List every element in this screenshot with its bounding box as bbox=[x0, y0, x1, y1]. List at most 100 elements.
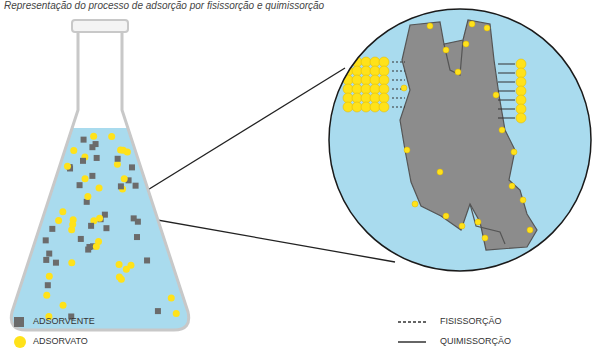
adsorbate-molecule bbox=[482, 235, 488, 241]
adsorbate-molecule bbox=[370, 93, 380, 103]
adsorbate-molecule bbox=[443, 213, 449, 219]
adsorbate-molecule bbox=[343, 75, 353, 85]
adsorbate-molecule bbox=[370, 66, 380, 76]
adsorbate-molecule bbox=[475, 219, 481, 225]
adsorbate-molecule bbox=[343, 84, 353, 94]
adsorbate-molecule bbox=[352, 66, 362, 76]
adsorbent-grain bbox=[118, 183, 124, 189]
adsorbate-molecule bbox=[352, 102, 362, 112]
adsorbate-molecule bbox=[516, 104, 526, 114]
adsorbate-molecule bbox=[437, 169, 443, 175]
adsorbate-molecule bbox=[379, 84, 389, 94]
solid-line-sample bbox=[398, 341, 426, 343]
adsorbate-dot bbox=[116, 261, 123, 268]
adsorbate-molecule bbox=[352, 84, 362, 94]
physisorption-bond bbox=[392, 62, 405, 63]
adsorbent-grain bbox=[77, 182, 83, 188]
adsorbate-molecule bbox=[511, 149, 517, 155]
adsorbate-molecule bbox=[499, 127, 505, 133]
adsorbate-molecule bbox=[379, 57, 389, 67]
physisorption-bond bbox=[392, 80, 405, 81]
adsorbate-dot bbox=[96, 185, 103, 192]
magnified-view bbox=[329, 9, 591, 271]
adsorbate-molecule bbox=[370, 75, 380, 85]
physisorption-bond bbox=[392, 98, 405, 99]
adsorbate-dot bbox=[46, 273, 53, 280]
adsorbate-dot bbox=[68, 259, 75, 266]
adsorbate-molecule bbox=[484, 25, 490, 31]
chemisorption-bond bbox=[498, 81, 515, 82]
legend-text: ADSORVATO bbox=[33, 336, 88, 346]
physisorption-bond bbox=[392, 107, 405, 108]
adsorbent-grain bbox=[49, 226, 55, 232]
adsorbate-molecule bbox=[361, 75, 371, 85]
erlenmeyer-flask bbox=[11, 30, 188, 330]
figure-title: Representação do processo de adsorção po… bbox=[4, 0, 324, 11]
particle-pore bbox=[470, 204, 505, 244]
adsorbent-grain bbox=[115, 156, 121, 162]
physisorption-bond bbox=[392, 71, 405, 72]
legend-text: ADSORVENTE bbox=[33, 316, 95, 326]
adsorbate-dot bbox=[108, 133, 115, 140]
adsorbent-grain bbox=[53, 260, 59, 266]
adsorbate-molecule bbox=[516, 59, 526, 69]
adsorbate-molecule bbox=[516, 68, 526, 78]
adsorbate-molecule bbox=[527, 227, 533, 233]
adsorbent-grain bbox=[43, 257, 49, 263]
adsorbent-grain bbox=[45, 282, 51, 288]
adsorbate-dot bbox=[173, 310, 180, 317]
adsorbate-molecule bbox=[370, 84, 380, 94]
liquid bbox=[0, 128, 200, 338]
adsorbate-molecule bbox=[379, 93, 389, 103]
legend-text: QUIMISSORÇÃO bbox=[440, 336, 511, 346]
adsorbate-molecule bbox=[516, 113, 526, 123]
adsorbent-grain bbox=[103, 225, 109, 231]
adsorbate-molecule bbox=[370, 57, 380, 67]
adsorbent-grain bbox=[89, 173, 95, 179]
adsorbate-molecule bbox=[361, 66, 371, 76]
chemisorption-bond bbox=[498, 117, 515, 118]
adsorbate-molecule bbox=[361, 57, 371, 67]
adsorbate-dot bbox=[84, 193, 91, 200]
adsorbate-molecule bbox=[352, 75, 362, 85]
adsorbent-grain bbox=[81, 137, 87, 143]
adsorbate-molecule bbox=[516, 95, 526, 105]
adsorbate-dot bbox=[69, 221, 76, 228]
adsorbent-grain bbox=[46, 251, 52, 257]
chemisorption-bond bbox=[498, 63, 515, 64]
legend-swatch bbox=[14, 317, 24, 327]
adsorbate-molecule bbox=[370, 102, 380, 112]
adsorbate-molecule bbox=[469, 21, 475, 27]
adsorbent-grain bbox=[94, 155, 100, 161]
adsorbate-dot bbox=[70, 147, 77, 154]
adsorbate-dot bbox=[121, 175, 128, 182]
adsorbate-molecule bbox=[493, 92, 499, 98]
adsorbent-grain bbox=[134, 234, 140, 240]
adsorbent-particle bbox=[400, 20, 537, 250]
adsorbate-molecule bbox=[516, 86, 526, 96]
chemisorption-bond bbox=[498, 99, 515, 100]
adsorbate-dot bbox=[93, 243, 100, 250]
adsorbate-molecule bbox=[520, 197, 526, 203]
adsorbent-grain bbox=[102, 212, 108, 218]
adsorbate-molecule bbox=[516, 77, 526, 87]
adsorbate-dot bbox=[123, 266, 130, 273]
adsorbent-grain bbox=[80, 158, 86, 164]
adsorbate-molecule bbox=[412, 201, 418, 207]
adsorbate-dot bbox=[64, 163, 71, 170]
chemisorption-bond bbox=[498, 108, 515, 109]
adsorbate-molecule bbox=[361, 102, 371, 112]
adsorbent-grain bbox=[133, 183, 139, 189]
adsorbate-molecule bbox=[509, 183, 515, 189]
adsorbate-molecule bbox=[463, 41, 469, 47]
adsorbate-molecule bbox=[352, 93, 362, 103]
flask-lip bbox=[72, 20, 128, 32]
adsorbate-molecule bbox=[343, 102, 353, 112]
adsorbate-molecule bbox=[427, 23, 433, 29]
adsorbate-molecule bbox=[459, 223, 465, 229]
adsorbate-molecule bbox=[401, 85, 407, 91]
adsorbent-grain bbox=[129, 164, 135, 170]
adsorbate-molecule bbox=[379, 102, 389, 112]
dashed-line-sample bbox=[398, 321, 426, 322]
adsorbate-molecule bbox=[361, 84, 371, 94]
